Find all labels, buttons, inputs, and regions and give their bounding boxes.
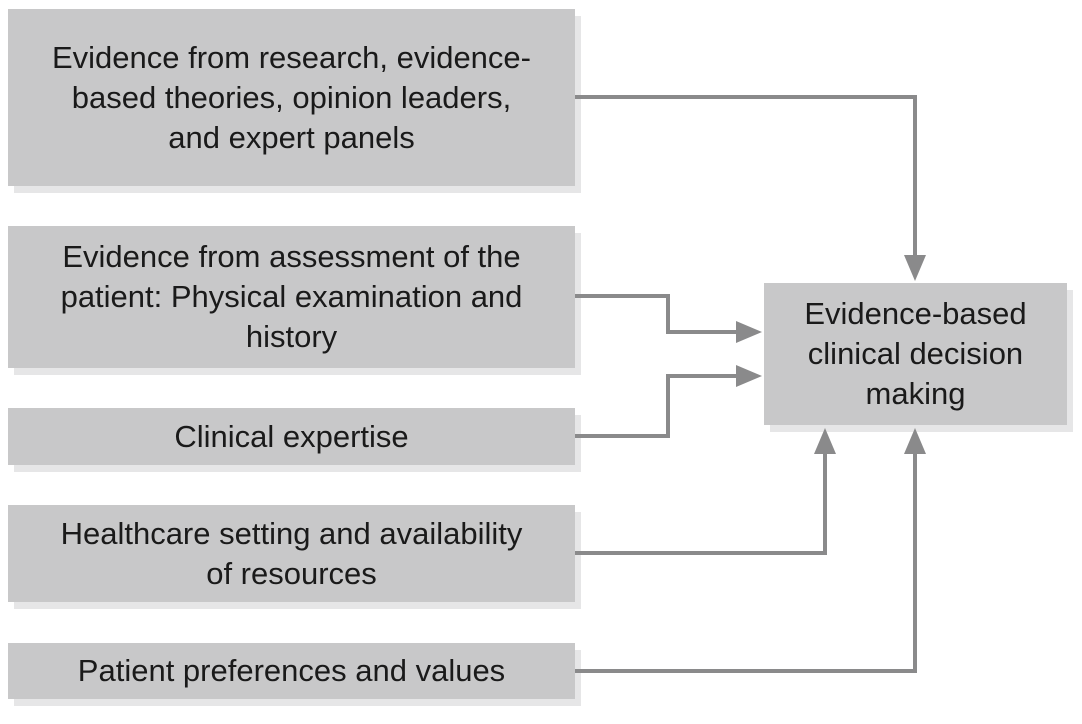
- arrowhead-preferences: [904, 428, 926, 454]
- connector-research-to-decision: [575, 95, 917, 262]
- connector-preferences-to-decision: [575, 448, 917, 673]
- arrowhead-expertise: [736, 365, 762, 387]
- target-box-decision-making: Evidence-based clinical decision making: [764, 283, 1067, 425]
- source-box-patient-assessment: Evidence from assessment of the patient:…: [8, 226, 575, 368]
- arrowhead-assessment: [736, 321, 762, 343]
- connector-assessment-to-decision: [575, 294, 744, 334]
- source-box-research-evidence: Evidence from research, evidence- based …: [8, 9, 575, 186]
- source-box-healthcare-setting: Healthcare setting and availability of r…: [8, 505, 575, 602]
- arrowhead-setting: [814, 428, 836, 454]
- source-box-patient-preferences: Patient preferences and values: [8, 643, 575, 699]
- arrowhead-research: [904, 255, 926, 281]
- source-box-clinical-expertise: Clinical expertise: [8, 408, 575, 465]
- connector-expertise-to-decision: [575, 374, 744, 438]
- connector-setting-to-decision: [575, 448, 827, 555]
